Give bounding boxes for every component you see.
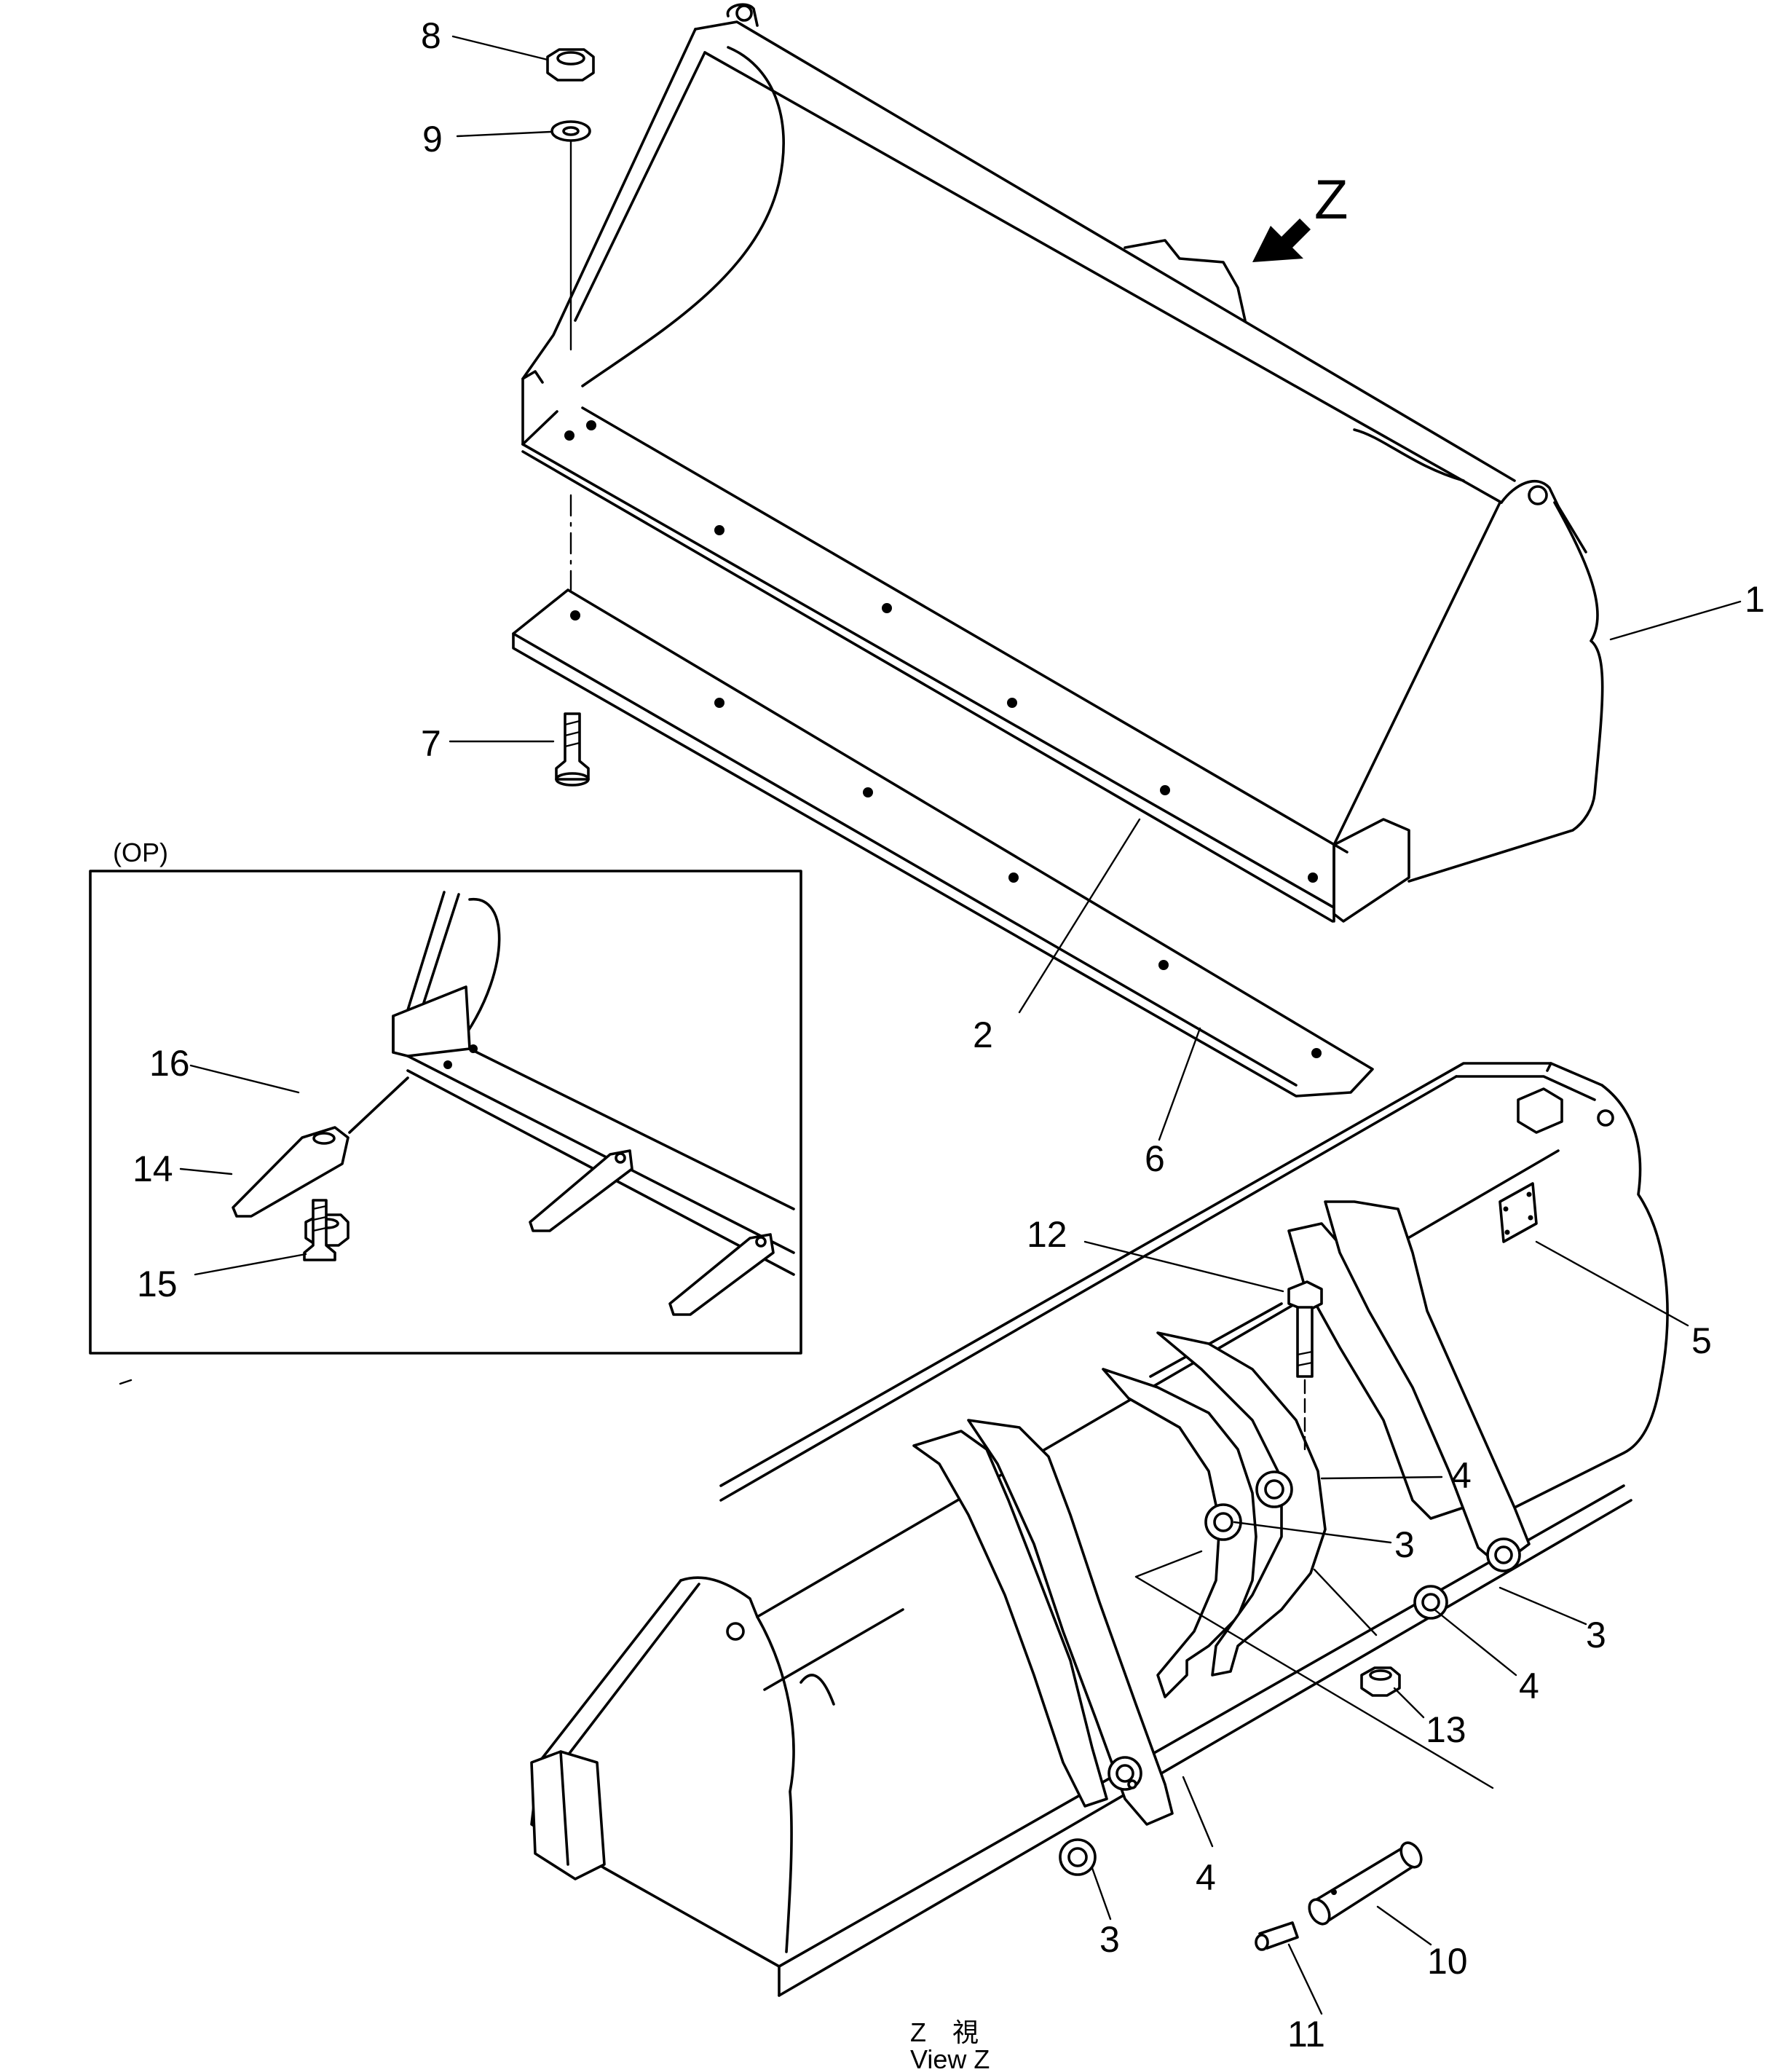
bracket-pair-right — [1287, 1200, 1531, 1620]
callout-6: 6 — [1145, 1138, 1165, 1179]
view-z-arrow: Z — [1252, 169, 1348, 262]
callout-15: 15 — [137, 1264, 178, 1304]
pin-part-10 — [1308, 1841, 1423, 1926]
view-z-caption-line1: Z 視 — [910, 2017, 979, 2047]
leader-lines — [179, 35, 1742, 2015]
callout-4-right: 4 — [1519, 1666, 1539, 1706]
view-z-arrow-label: Z — [1314, 169, 1348, 231]
callout-3-mid: 3 — [1394, 1524, 1415, 1565]
washer-part-9 — [550, 120, 591, 142]
bolt-part-12 — [1287, 1280, 1323, 1451]
view-z-caption: Z 視 View Z — [910, 2017, 990, 2072]
bucket-body-upper — [521, 3, 1604, 923]
callout-4-lower: 4 — [1196, 1857, 1216, 1898]
option-box-label: (OP) — [113, 838, 168, 867]
bolt-part-7 — [555, 712, 590, 787]
callout-16: 16 — [149, 1043, 190, 1084]
callout-3-lower: 3 — [1099, 1919, 1120, 1960]
bucket-body-lower — [530, 1062, 1669, 1997]
pin-assembly-axis — [1134, 1550, 1494, 1789]
callout-12: 12 — [1027, 1214, 1067, 1255]
callout-8: 8 — [421, 15, 441, 56]
callout-numbers: 1 2 6 7 8 9 16 14 15 12 5 4 3 3 4 13 4 3… — [133, 15, 1765, 2055]
cover-plate-part-5 — [1499, 1182, 1538, 1243]
callout-3-right: 3 — [1586, 1615, 1606, 1655]
callout-9: 9 — [422, 119, 443, 159]
speck-mark — [119, 1379, 133, 1385]
callout-14: 14 — [133, 1149, 173, 1189]
callout-4-upper: 4 — [1451, 1455, 1472, 1496]
callout-2: 2 — [973, 1015, 993, 1055]
callout-5: 5 — [1691, 1320, 1712, 1361]
cutting-edge-part — [512, 588, 1374, 1098]
callout-10: 10 — [1427, 1941, 1468, 1982]
bracket-pair-left — [912, 1419, 1174, 1876]
option-teeth-box: (OP) — [89, 838, 802, 1355]
view-z-caption-line2: View Z — [910, 2044, 990, 2072]
grease-fitting-part-11 — [1255, 1921, 1299, 1951]
nut-part-8 — [546, 48, 595, 82]
callout-11: 11 — [1287, 2014, 1325, 2055]
bracket-pair-center — [1102, 1331, 1327, 1789]
callout-1: 1 — [1745, 579, 1765, 620]
callout-13: 13 — [1426, 1709, 1466, 1750]
callout-7: 7 — [421, 723, 441, 764]
nut-part-13 — [1360, 1666, 1401, 1697]
